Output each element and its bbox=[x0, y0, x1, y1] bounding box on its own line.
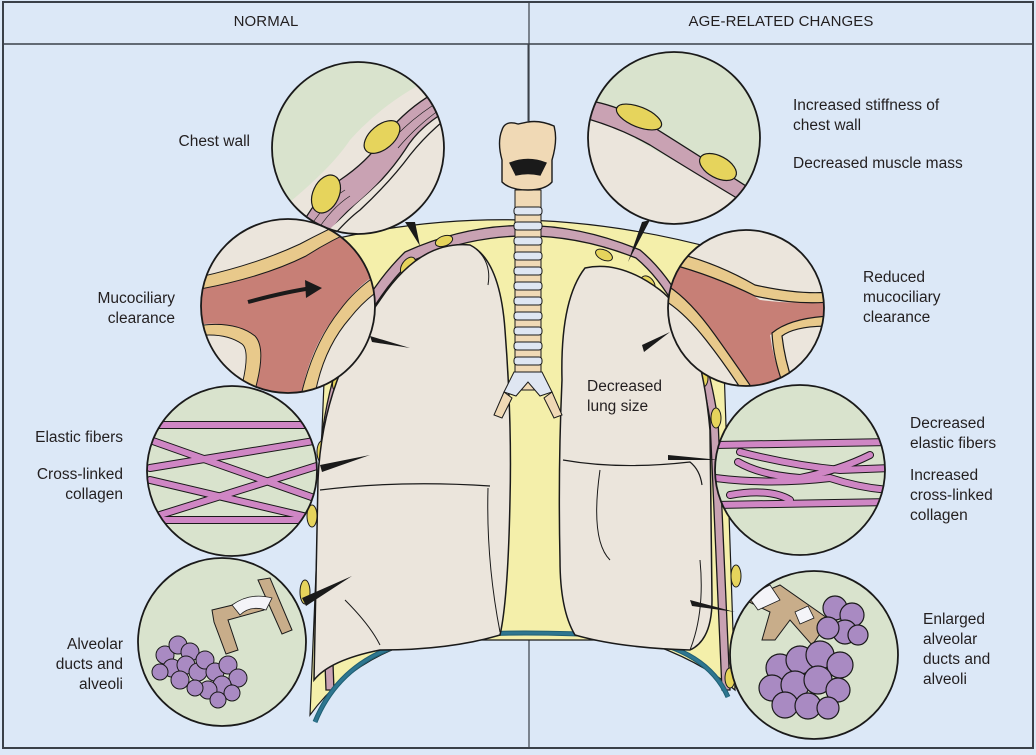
alveoli-cluster-aging bbox=[758, 595, 869, 720]
label-decreased-muscle-mass: Decreased muscle mass bbox=[793, 155, 963, 172]
column-title-normal: NORMAL bbox=[233, 13, 299, 30]
inset-mucociliary-normal bbox=[200, 218, 376, 394]
label-decreased-lung-size: Decreased lung size bbox=[587, 378, 662, 415]
label-decreased-elastic-fibers: Decreased elastic fibers bbox=[910, 415, 997, 452]
inset-alveoli-normal bbox=[137, 557, 307, 727]
label-cross-linked-collagen: Cross-linked collagen bbox=[36, 466, 123, 503]
label-mucociliary-clearance: Mucociliary clearance bbox=[97, 290, 175, 327]
label-enlarged-alveolar-ducts: Enlarged alveolar ducts and alveoli bbox=[923, 611, 991, 688]
inset-mucociliary-aging bbox=[667, 229, 825, 387]
label-reduced-mucociliary: Reduced mucociliary clearance bbox=[863, 269, 941, 326]
larynx bbox=[498, 44, 557, 191]
label-alveolar-ducts: Alveolar ducts and alveoli bbox=[55, 636, 123, 693]
trachea bbox=[493, 189, 563, 419]
pointer-wedges bbox=[302, 220, 735, 612]
inset-alveoli-aging bbox=[729, 570, 899, 740]
lung-fissure bbox=[319, 483, 491, 491]
thorax bbox=[299, 44, 742, 723]
label-increased-stiffness: Increased stiffness of chest wall bbox=[793, 97, 940, 134]
column-title-age-related: AGE-RELATED CHANGES bbox=[688, 13, 874, 30]
alveoli-cluster-normal bbox=[151, 635, 248, 709]
label-elastic-fibers: Elastic fibers bbox=[35, 429, 123, 446]
inset-chest-wall-aging bbox=[587, 51, 761, 225]
label-increased-collagen: Increased cross-linked collagen bbox=[910, 467, 993, 524]
label-chest-wall: Chest wall bbox=[178, 133, 251, 150]
inset-elastic-fibers-normal bbox=[146, 385, 318, 557]
inset-elastic-fibers-aging bbox=[714, 384, 886, 556]
